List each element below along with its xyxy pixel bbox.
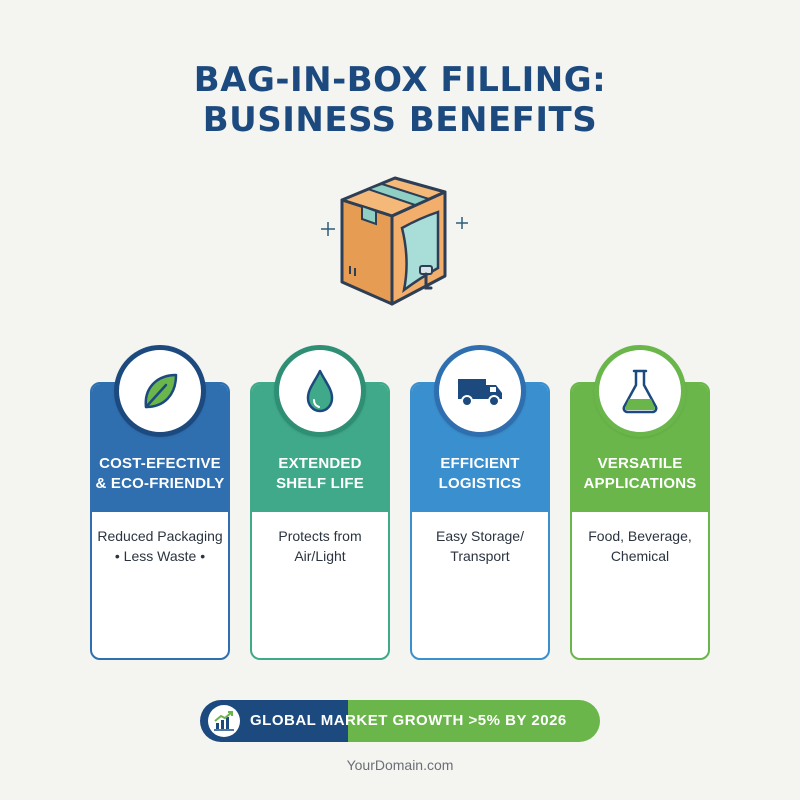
market-growth-banner: GLOBAL MARKET GROWTH >5% BY 2026 [200,700,600,742]
footer-domain: YourDomain.com [346,757,454,773]
growth-chart-badge [208,705,240,737]
card-description: Food, Beverage, Chemical [588,528,692,564]
page-title: BAG-IN-BOX FILLING: BUSINESS BENEFITS [193,60,607,140]
benefit-card-logistics: EFFICIENT LOGISTICS Easy Storage/ Transp… [410,382,550,660]
water-drop-icon [306,369,334,413]
truck-icon [458,379,502,407]
card-title: COST-EFECTIVE & ECO-FRIENDLY [95,455,225,492]
banner-text: GLOBAL MARKET GROWTH >5% BY 2026 [250,712,567,729]
leaf-icon [144,373,178,409]
card-title: VERSATILE APPLICATIONS [583,455,697,492]
card-title: EXTENDED SHELF LIFE [276,455,364,492]
growth-chart-icon [214,711,234,731]
card-description: Easy Storage/ Transport [436,528,524,564]
card-header: EFFICIENT LOGISTICS [412,384,548,512]
card-description: Protects from Air/Light [278,528,362,564]
truck-badge [434,345,526,437]
bag-in-box-icon [321,176,468,306]
flask-badge [594,345,686,437]
water-drop-badge [274,345,366,437]
card-description: Reduced Packaging • Less Waste • [97,528,223,564]
card-title: EFFICIENT LOGISTICS [438,455,522,492]
leaf-badge [114,345,206,437]
flask-icon [622,369,658,414]
benefit-card-cost-effective: COST-EFECTIVE & ECO-FRIENDLY Reduced Pac… [90,382,230,660]
